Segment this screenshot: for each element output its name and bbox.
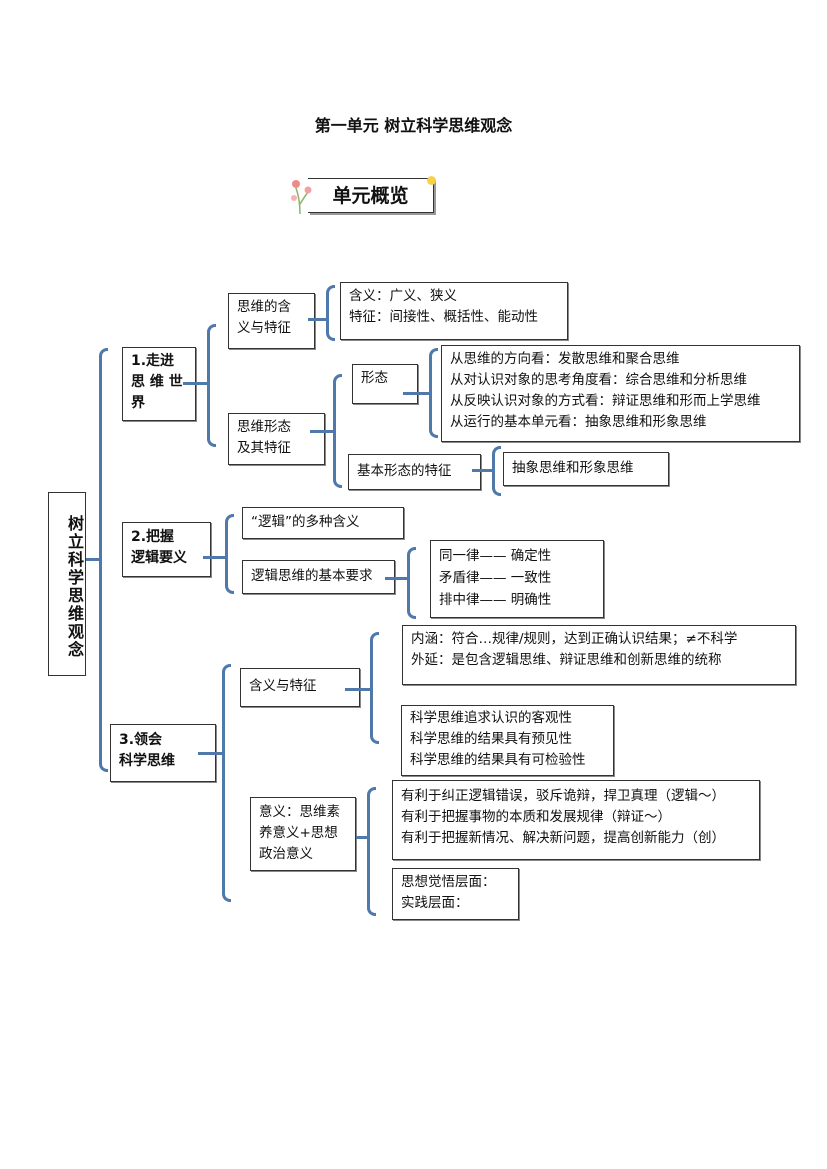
text-line: 思想觉悟层面： [401, 874, 496, 890]
label-line: 2.把握 [131, 529, 175, 545]
label-line: 3.领会 [119, 732, 163, 748]
thinking-meaning-node: 思维的含 义与特征 [228, 293, 315, 349]
label-line: 义与特征 [237, 320, 291, 336]
logic-requirements-node: 逻辑思维的基本要求 [242, 560, 395, 594]
text-line: 科学思维追求认识的客观性 [410, 710, 572, 726]
text-line: 排中律—— 明确性 [439, 592, 552, 608]
connector [472, 469, 494, 472]
text-line: 从运行的基本单元看：抽象思维和形象思维 [450, 414, 707, 430]
meaning-detail-box: 含义：广义、狭义 特征：间接性、概括性、能动性 [340, 282, 568, 340]
bracket [370, 632, 379, 744]
connector [203, 556, 227, 559]
label-line: 逻辑要义 [131, 550, 187, 566]
page-title: 第一单元 树立科学思维观念 [314, 116, 513, 135]
label-line: 养意义+思想 [259, 825, 338, 841]
root-node: 树立科学思维观念 [48, 492, 86, 676]
text-line: 科学思维的结果具有可检验性 [410, 752, 586, 768]
bracket [429, 348, 438, 438]
connector [308, 318, 328, 321]
connector [356, 836, 369, 839]
basic-forms-node: 基本形态的特征 [348, 454, 481, 490]
text-line: 有利于把握事物的本质和发展规律（辩证～） [401, 809, 671, 825]
bracket [367, 787, 376, 916]
text-line: 从反映认识对象的方式看：辩证思维和形而上学思维 [450, 393, 761, 409]
label-line: 意义：思维素 [259, 804, 340, 820]
bracket [207, 324, 216, 447]
logic-laws-box: 同一律—— 确定性 矛盾律—— 一致性 排中律—— 明确性 [430, 540, 604, 618]
text-line: 科学思维的结果具有预见性 [410, 731, 572, 747]
connotation-box: 内涵：符合…规律/规则，达到正确认识结果；≠不科学 外延：是包含逻辑思维、辩证思… [402, 625, 796, 685]
dot-icon [427, 176, 436, 185]
bracket [407, 547, 416, 619]
section-3-node: 3.领会 科学思维 [110, 724, 216, 782]
science-meaning-node: 含义与特征 [240, 668, 360, 707]
bracket [222, 664, 231, 902]
bracket [225, 514, 234, 594]
levels-box: 思想觉悟层面： 实践层面： [392, 868, 519, 920]
bracket [492, 446, 501, 496]
label-line: 及其特征 [237, 440, 291, 456]
label-line: 思维的含 [237, 299, 291, 315]
text-line: 有利于把握新情况、解决新问题，提高创新能力（创） [401, 830, 725, 846]
text-line: 从对认识对象的思考角度看：综合思维和分析思维 [450, 372, 747, 388]
connector [403, 392, 431, 395]
connector [198, 752, 224, 755]
connector [183, 382, 209, 385]
text-line: 有利于纠正逻辑错误，驳斥诡辩，捍卫真理（逻辑～） [401, 788, 725, 804]
text-line: 矛盾律—— 一致性 [439, 570, 552, 586]
text-line: 实践层面： [401, 895, 469, 911]
connector [385, 577, 409, 580]
text-line: 特征：间接性、概括性、能动性 [349, 309, 538, 325]
text-line: 含义：广义、狭义 [349, 288, 457, 304]
bracket [333, 374, 342, 488]
label-line: 科学思维 [119, 753, 175, 769]
text-line: 内涵：符合…规律/规则，达到正确认识结果；≠不科学 [411, 631, 738, 647]
connector [310, 430, 334, 433]
text-line: 从思维的方向看：发散思维和聚合思维 [450, 351, 680, 367]
text-line: 同一律—— 确定性 [439, 548, 552, 564]
thinking-forms-node: 思维形态 及其特征 [228, 413, 325, 465]
label-line: 思 维 世 [131, 374, 183, 390]
section-2-node: 2.把握 逻辑要义 [122, 522, 211, 577]
unit-overview-banner: 单元概览 [308, 178, 434, 213]
bracket [99, 348, 108, 772]
logic-meanings-node: “逻辑”的多种含义 [242, 507, 404, 539]
label-line: 1.走进 [131, 353, 175, 369]
flower-icon [291, 180, 312, 215]
forms-detail-box: 从思维的方向看：发散思维和聚合思维 从对认识对象的思考角度看：综合思维和分析思维… [441, 345, 800, 442]
connector [345, 688, 371, 691]
bracket [326, 285, 335, 341]
basic-forms-detail-box: 抽象思维和形象思维 [503, 452, 669, 486]
connector [86, 558, 101, 561]
label-line: 界 [131, 395, 145, 411]
significance-node: 意义：思维素 养意义+思想 政治意义 [250, 797, 356, 871]
benefits-box: 有利于纠正逻辑错误，驳斥诡辩，捍卫真理（逻辑～） 有利于把握事物的本质和发展规律… [392, 780, 760, 860]
label-line: 政治意义 [259, 846, 313, 862]
label-line: 思维形态 [237, 419, 291, 435]
forms-node: 形态 [352, 364, 418, 404]
text-line: 外延：是包含逻辑思维、辩证思维和创新思维的统称 [411, 652, 722, 668]
features-box: 科学思维追求认识的客观性 科学思维的结果具有预见性 科学思维的结果具有可检验性 [401, 705, 614, 776]
